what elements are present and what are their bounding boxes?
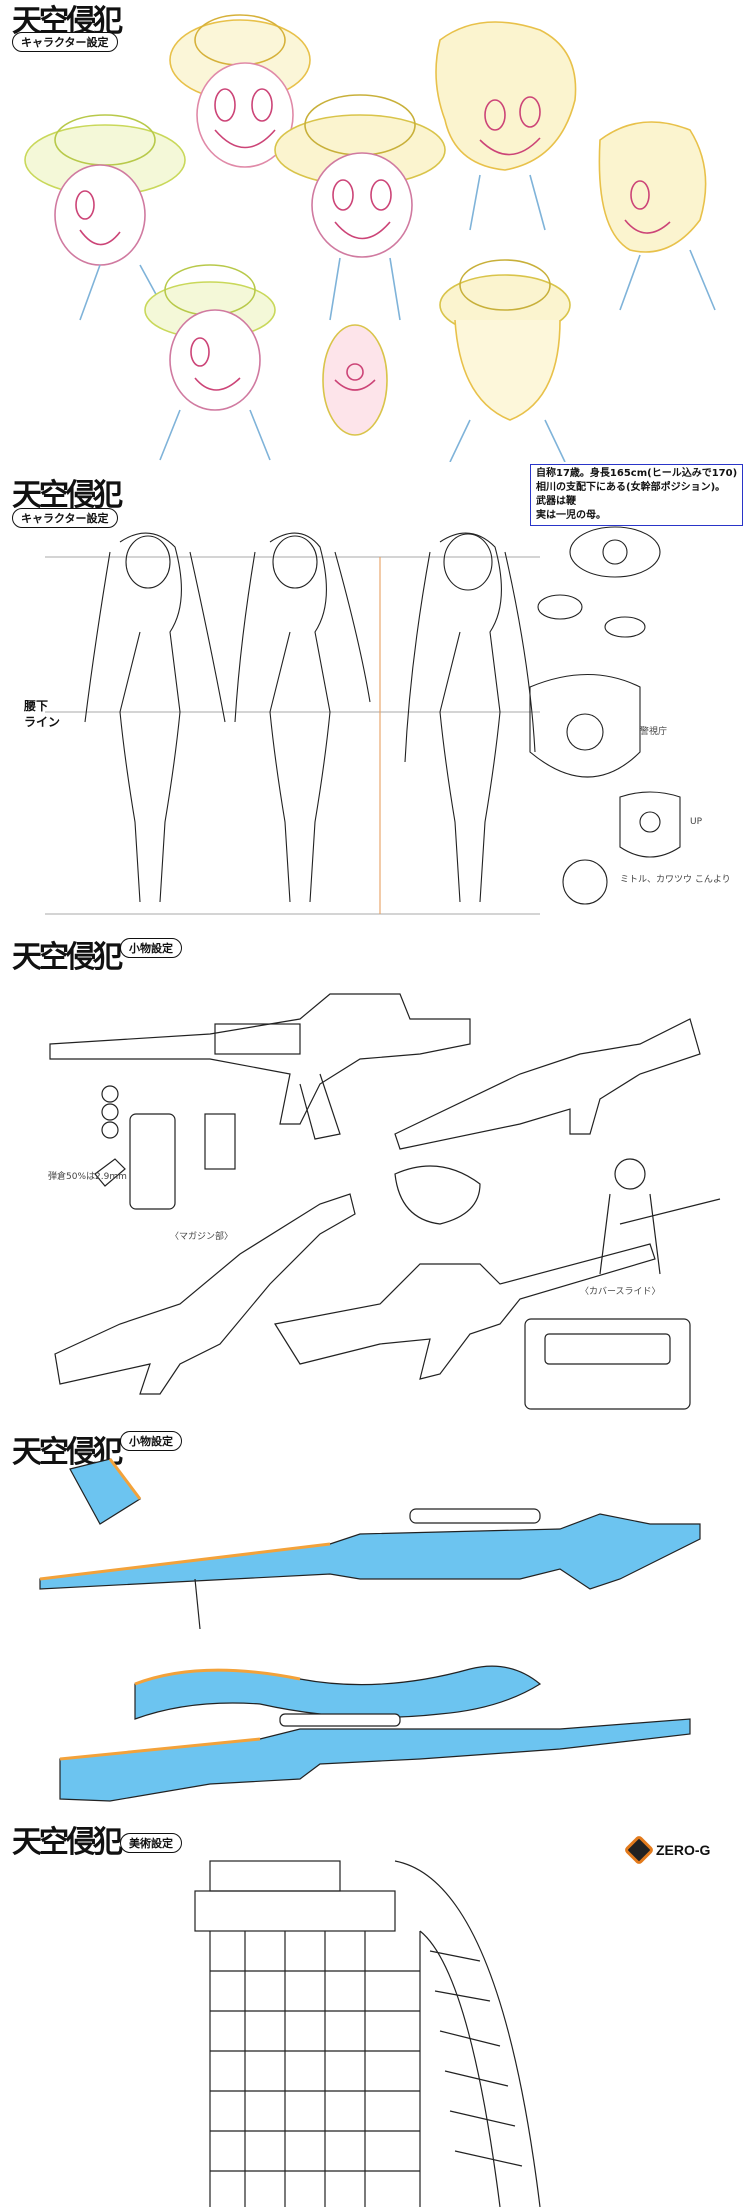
magazine-annotation: 〈マガジン部〉	[170, 1232, 234, 1242]
note-line: 武器は鞭	[536, 496, 576, 507]
rifle-props-illustration	[49, 993, 721, 1410]
character-sheet-2: 天空侵犯 キャラクター設定 自称17歳。身長165cm(ヒール込みで170) 相…	[0, 462, 750, 924]
magazine-annotation: 弾倉50%は2.9mm	[48, 1172, 127, 1182]
props-sheet-2: 天空侵犯 小物設定	[0, 1429, 750, 1821]
sheet-tag: キャラクター設定	[12, 508, 118, 528]
badge-annotation: UP	[690, 817, 703, 827]
sniper-rifle-illustration	[39, 1458, 701, 1802]
character-turnaround-illustration	[45, 526, 681, 915]
character-sheet-1: 天空侵犯 キャラクター設定	[0, 0, 750, 462]
badge-annotation: 警視庁	[640, 727, 668, 737]
sheet-tag: 小物設定	[120, 1431, 182, 1451]
sheet-tag: キャラクター設定	[12, 32, 118, 52]
note-line: 相川の支配下にある(女幹部ポジション)。	[536, 482, 726, 493]
waist-line-label: 腰下 ライン	[24, 698, 60, 730]
label-line: ライン	[24, 715, 61, 729]
brand-name: ZERO-G	[656, 1842, 711, 1858]
note-line: 自称17歳。身長165cm(ヒール込みで170)	[536, 468, 738, 479]
sheet-tag: 小物設定	[120, 938, 182, 958]
props-sheet-1: 天空侵犯 小物設定 弾倉50%は2.9	[0, 924, 750, 1429]
studio-brand: ZERO-G	[623, 1834, 711, 1866]
series-logo: 天空侵犯	[12, 940, 123, 975]
building-illustration	[194, 1860, 541, 2207]
art-sheet: 天空侵犯 美術設定 ZERO-G	[0, 1821, 750, 2207]
character-note: 自称17歳。身長165cm(ヒール込みで170) 相川の支配下にある(女幹部ポジ…	[530, 464, 744, 526]
series-logo: 天空侵犯	[12, 1825, 123, 1860]
label-line: 腰下	[24, 699, 49, 713]
note-line: 実は一児の母。	[536, 510, 606, 521]
sheet-tag: 美術設定	[120, 1833, 182, 1853]
character-heads-illustration	[24, 14, 716, 462]
case-annotation: 〈カバースライド〉	[580, 1287, 661, 1297]
badge-annotation: ミトル、カワツウ こんより	[620, 875, 731, 885]
series-logo: 天空侵犯	[12, 478, 123, 513]
